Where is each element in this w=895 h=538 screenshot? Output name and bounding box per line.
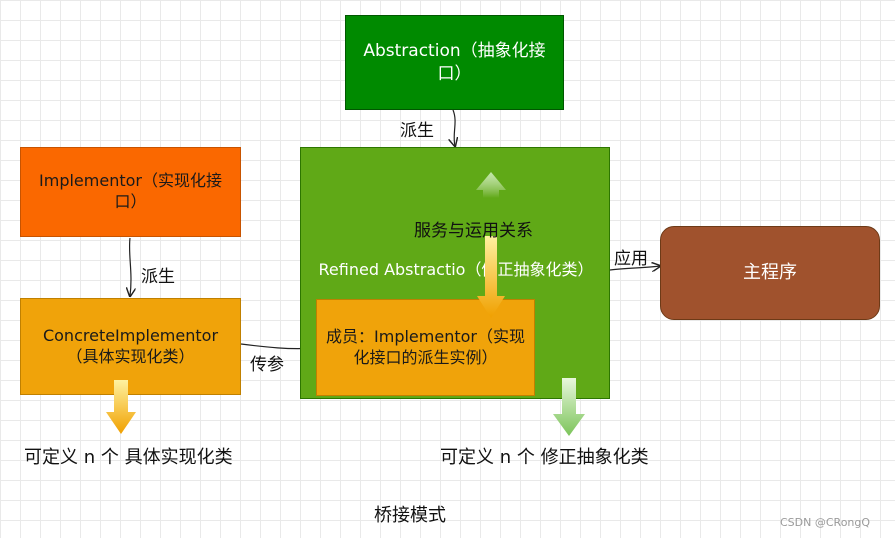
diagram-title: 桥接模式 <box>374 505 446 526</box>
main-program-node: 主程序 <box>660 226 880 320</box>
implementor-label: Implementor（实现化接口） <box>39 171 222 211</box>
down-arrow-icon <box>553 378 585 436</box>
pass-param-label: 传参 <box>250 355 284 375</box>
n-concrete-note: 可定义 n 个 具体实现化类 <box>24 447 233 468</box>
up-arrow-icon <box>476 172 506 198</box>
refined-abstraction-label-box: Refined Abstractio（修正抽象化类） <box>304 242 608 298</box>
abstraction-label: Abstraction（抽象化接口） <box>363 41 546 84</box>
n-refined-note: 可定义 n 个 修正抽象化类 <box>440 447 649 468</box>
derive-left-connector <box>130 237 131 296</box>
member-node: 成员：Implementor（实现化接口的派生实例） <box>316 299 535 396</box>
refined-abstraction-label: Refined Abstractio（修正抽象化类） <box>318 259 594 279</box>
apply-label: 应用 <box>614 249 648 269</box>
watermark: CSDN @CRongQ <box>780 516 871 529</box>
member-label: 成员：Implementor（实现化接口的派生实例） <box>326 326 525 367</box>
down-arrow-icon <box>477 236 505 318</box>
implementor-node: Implementor（实现化接口） <box>20 147 241 237</box>
concrete-implementor-node: ConcreteImplementor（具体实现化类） <box>20 298 241 395</box>
apply-connector <box>609 266 660 270</box>
main-program-label: 主程序 <box>743 262 797 284</box>
derive-left-label: 派生 <box>141 267 175 287</box>
derive-top-label: 派生 <box>400 121 434 141</box>
concrete-implementor-label: ConcreteImplementor（具体实现化类） <box>42 325 219 366</box>
abstraction-node: Abstraction（抽象化接口） <box>345 15 564 110</box>
service-relation-label: 服务与运用关系 <box>414 221 533 241</box>
down-arrow-icon <box>106 380 136 434</box>
derive-top-connector <box>453 109 455 146</box>
